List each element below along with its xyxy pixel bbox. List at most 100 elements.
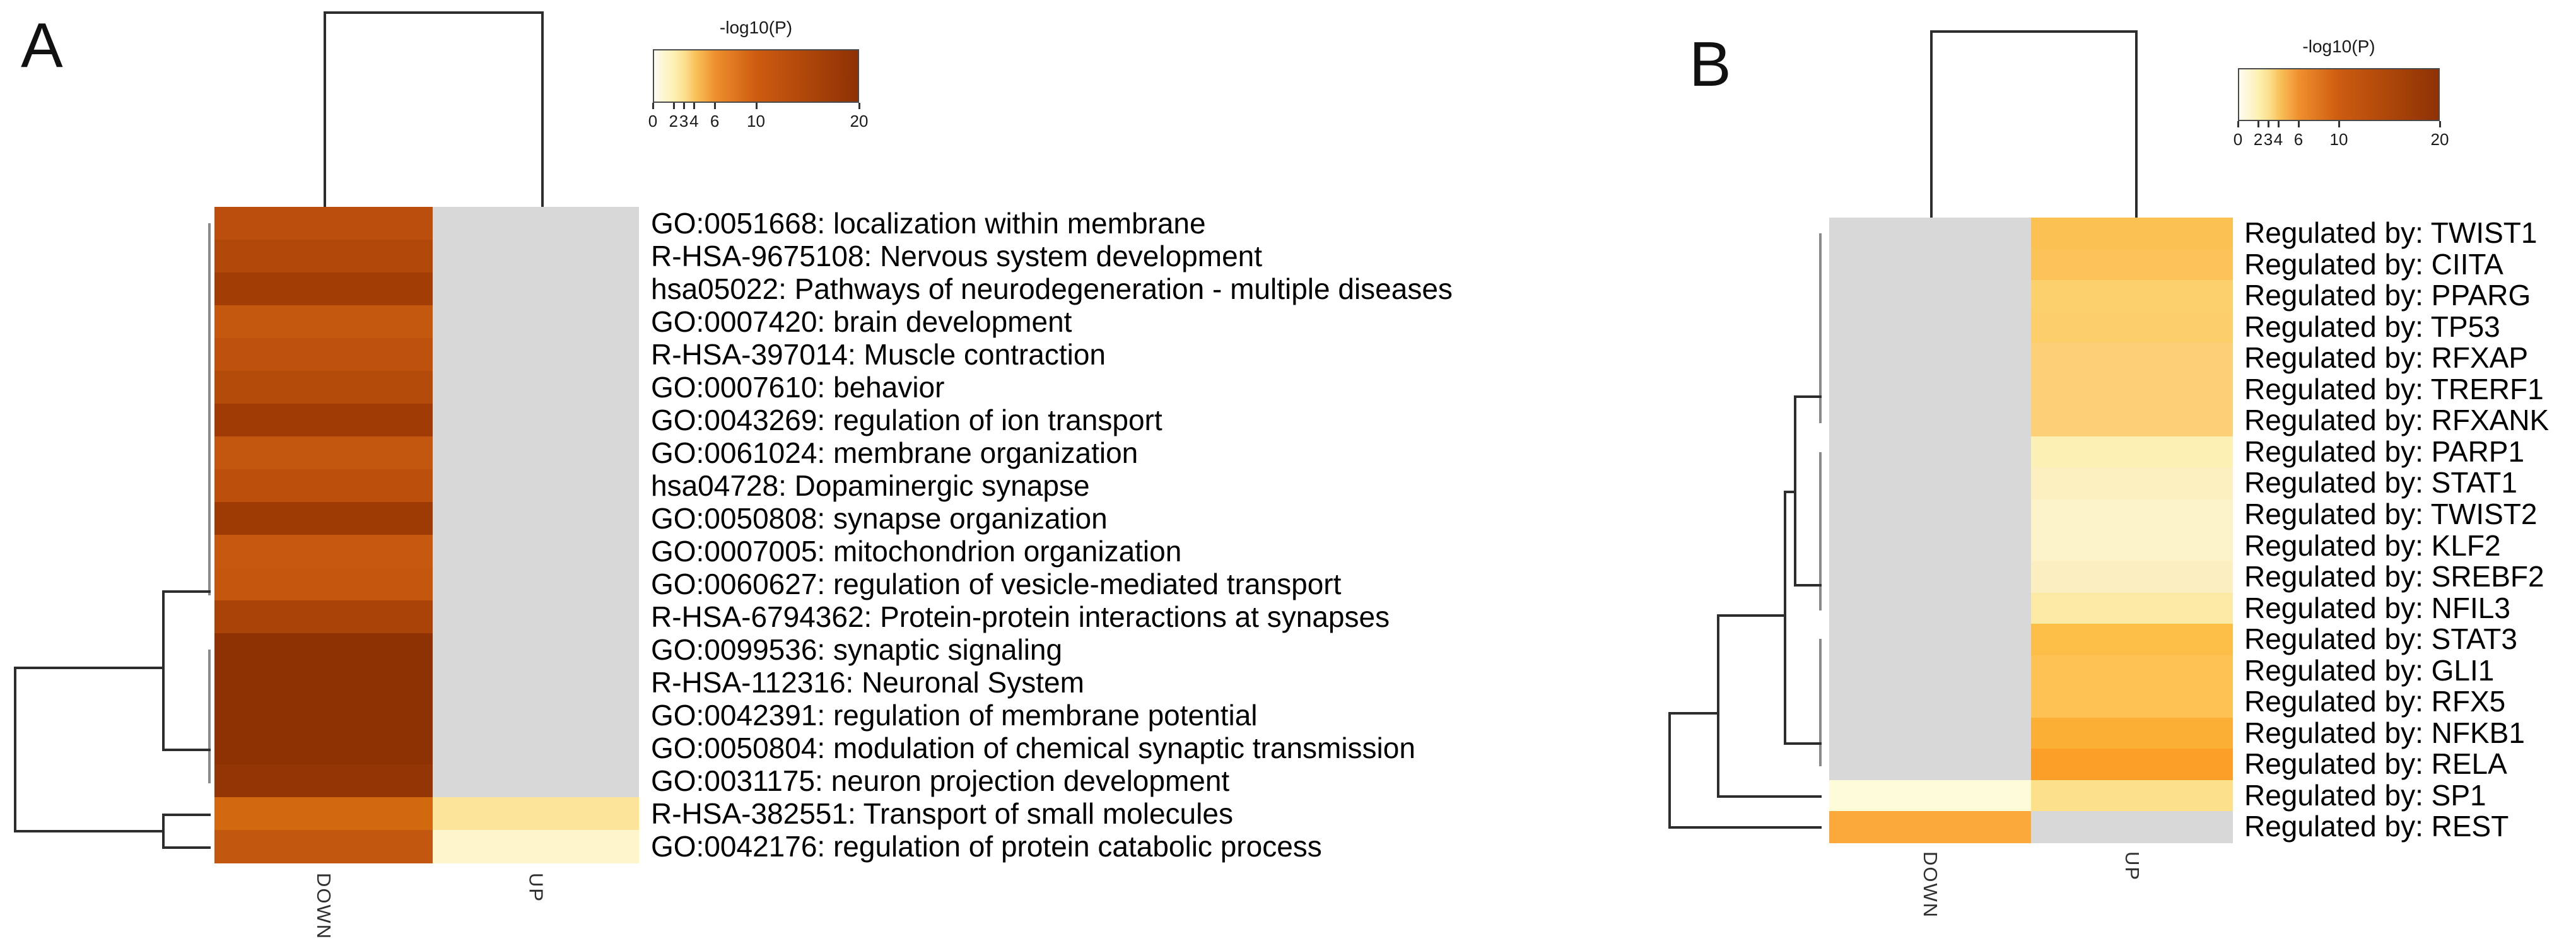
dendrogram-line xyxy=(1668,712,1719,715)
heatmap-cell xyxy=(214,502,433,535)
row-label: GO:0050804: modulation of chemical synap… xyxy=(651,732,1415,764)
heatmap-cell xyxy=(433,436,639,470)
row-label: Regulated by: PPARG xyxy=(2244,279,2531,312)
heatmap-cell xyxy=(2031,436,2233,468)
dendrogram-line xyxy=(1819,452,1822,610)
row-label: Regulated by: RFX5 xyxy=(2244,685,2506,718)
dendrogram-line xyxy=(1930,30,2138,33)
heatmap-cell xyxy=(1829,780,2031,812)
row-label: GO:0042391: regulation of membrane poten… xyxy=(651,699,1258,732)
heatmap-cell xyxy=(2031,592,2233,624)
heatmap-cell xyxy=(433,699,639,732)
dendrogram-line xyxy=(1784,491,1796,493)
colorbar-tick-label: 10 xyxy=(2329,130,2348,149)
heatmap-cell xyxy=(1829,218,2031,250)
heatmap-cell xyxy=(214,371,433,404)
heatmap-cell xyxy=(1829,686,2031,718)
row-label: Regulated by: STAT3 xyxy=(2244,622,2517,656)
heatmap-cell xyxy=(214,535,433,568)
dendrogram-line xyxy=(162,814,211,816)
row-label: Regulated by: NFKB1 xyxy=(2244,716,2525,749)
heatmap-cell xyxy=(433,732,639,765)
dendrogram-line xyxy=(162,749,211,751)
row-label: R-HSA-112316: Neuronal System xyxy=(651,666,1084,699)
dendrogram-line xyxy=(208,650,211,783)
row-label: Regulated by: TP53 xyxy=(2244,310,2500,343)
heatmap-cell xyxy=(433,404,639,437)
heatmap-cell xyxy=(214,272,433,306)
row-label: hsa04728: Dopaminergic synapse xyxy=(651,469,1090,502)
heatmap-cell xyxy=(214,830,433,863)
colorbar-tick xyxy=(683,103,686,109)
column-label: UP xyxy=(525,873,547,903)
row-label: Regulated by: RELA xyxy=(2244,747,2507,781)
heatmap-cell xyxy=(433,469,639,503)
dendrogram-line xyxy=(1717,614,1786,617)
heatmap-cell xyxy=(2031,749,2233,781)
column-label: UP xyxy=(2121,851,2143,882)
row-label: GO:0050808: synapse organization xyxy=(651,502,1108,535)
colorbar-tick-label: 6 xyxy=(2293,130,2304,149)
heatmap-cell xyxy=(1829,717,2031,749)
heatmap-cell xyxy=(2031,373,2233,406)
row-label: Regulated by: STAT1 xyxy=(2244,466,2517,499)
heatmap-cell xyxy=(433,797,639,831)
heatmap-cell xyxy=(1829,498,2031,531)
heatmap-cell xyxy=(1829,592,2031,624)
heatmap-cell xyxy=(1829,373,2031,406)
colorbar-tick xyxy=(755,103,758,109)
dendrogram-line xyxy=(1668,826,1822,829)
heatmap-cell xyxy=(1829,311,2031,343)
heatmap-cell xyxy=(214,568,433,601)
dendrogram-line xyxy=(324,11,544,14)
column-label: DOWN xyxy=(313,873,335,940)
row-label: GO:0051668: localization within membrane xyxy=(651,207,1206,240)
heatmap-cell xyxy=(214,469,433,503)
heatmap-cell xyxy=(1829,624,2031,656)
colorbar-tick xyxy=(2237,121,2239,127)
heatmap-cell xyxy=(433,830,639,863)
colorbar-tick-label: 0 xyxy=(2233,130,2243,149)
heatmap-cell xyxy=(2031,467,2233,499)
dendrogram-line xyxy=(324,11,326,209)
dendrogram-line xyxy=(162,590,165,751)
dendrogram-line xyxy=(208,223,211,595)
heatmap-cell xyxy=(214,600,433,634)
heatmap-cell xyxy=(2031,311,2233,343)
colorbar-tick xyxy=(2268,121,2269,127)
dendrogram-line xyxy=(1794,395,1822,398)
row-label: Regulated by: PARP1 xyxy=(2244,435,2525,468)
colorbar-tick-label: 3 xyxy=(679,112,689,131)
heatmap-cell xyxy=(214,436,433,470)
dendrogram-line xyxy=(14,830,165,832)
heatmap-cell xyxy=(1829,248,2031,281)
dendrogram-line xyxy=(1784,491,1786,745)
colorbar-tick-label: 20 xyxy=(2430,130,2449,149)
legend-title: -log10(P) xyxy=(2302,37,2375,56)
colorbar-gradient xyxy=(653,49,859,103)
colorbar-tick-label: 2 xyxy=(2253,130,2263,149)
row-label: Regulated by: TWIST1 xyxy=(2244,216,2538,249)
colorbar-tick xyxy=(2439,121,2441,127)
colorbar-tick-label: 6 xyxy=(710,112,720,131)
dendrogram-line xyxy=(1794,584,1822,587)
heatmap-cell xyxy=(214,305,433,339)
legend-title: -log10(P) xyxy=(719,18,793,37)
row-label: GO:0061024: membrane organization xyxy=(651,436,1139,469)
colorbar-tick-label: 4 xyxy=(2273,130,2283,149)
heatmap-cell xyxy=(433,568,639,601)
heatmap-cell xyxy=(1829,530,2031,562)
dendrogram-line xyxy=(162,590,211,593)
heatmap-cell xyxy=(433,371,639,404)
row-label: Regulated by: KLF2 xyxy=(2244,528,2501,562)
colorbar-gradient xyxy=(2238,68,2440,121)
dendrogram-line xyxy=(541,11,544,209)
heatmap-cell xyxy=(214,764,433,798)
heatmap-cell xyxy=(1829,467,2031,499)
dendrogram-line xyxy=(1717,795,1822,798)
row-label: GO:0007005: mitochondrion organization xyxy=(651,535,1182,568)
heatmap-cell xyxy=(214,666,433,699)
dendrogram-line xyxy=(162,814,165,849)
colorbar-tick xyxy=(714,103,717,109)
